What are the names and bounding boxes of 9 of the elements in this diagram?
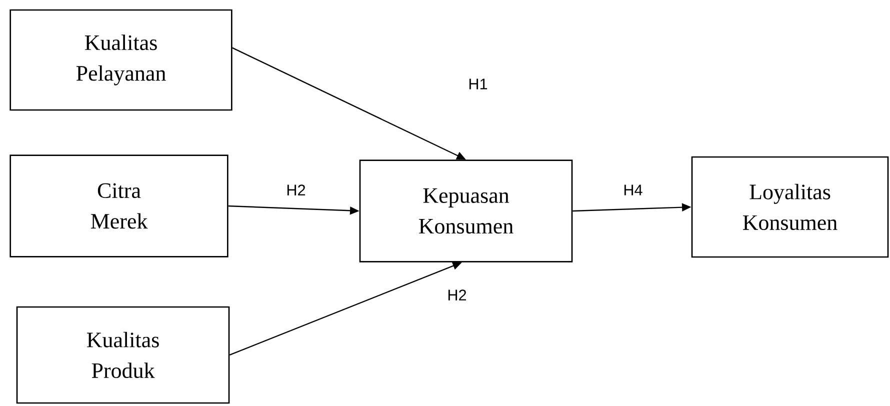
process-box: Kualitas Pelayanan (10, 9, 232, 111)
process-box: Kepuasan Konsumen (359, 160, 573, 262)
process-box: Kualitas Produk (16, 306, 230, 404)
edge-label: H1 (466, 77, 490, 91)
edge-label: H2 (284, 183, 308, 197)
process-box: Loyalitas Konsumen (691, 156, 889, 258)
process-box: Citra Merek (10, 154, 228, 258)
edge-label: H4 (622, 183, 644, 197)
edge-label: H2 (446, 288, 468, 302)
